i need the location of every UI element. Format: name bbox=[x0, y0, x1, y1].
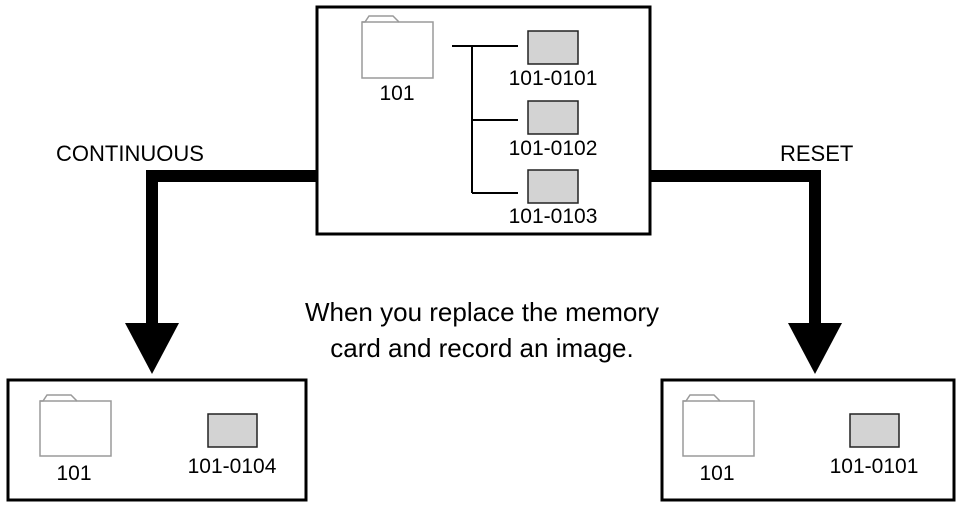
continuous-mode-label: CONTINUOUS bbox=[56, 141, 204, 166]
reset-arrow bbox=[651, 170, 842, 374]
reset-mode-label: RESET bbox=[780, 141, 854, 166]
continuous-arrow bbox=[125, 170, 317, 374]
top-file-label-2: 101-0102 bbox=[508, 137, 598, 160]
image-file-icon bbox=[849, 413, 900, 448]
top-file-label-3: 101-0103 bbox=[508, 205, 598, 228]
folder-tree-lines bbox=[452, 45, 518, 194]
bottom-left-folder-label: 101 bbox=[56, 462, 92, 485]
image-file-icon bbox=[527, 30, 579, 65]
image-file-icon bbox=[527, 100, 579, 135]
top-file-label-1: 101-0101 bbox=[508, 67, 598, 90]
top-folder-label: 101 bbox=[379, 82, 415, 105]
caption-line-1: When you replace the memory bbox=[304, 297, 660, 327]
bottom-left-file-label: 101-0104 bbox=[187, 455, 277, 478]
bottom-right-folder-label: 101 bbox=[699, 462, 735, 485]
image-file-icon bbox=[527, 169, 579, 204]
folder-icon bbox=[682, 394, 755, 457]
folder-icon bbox=[39, 394, 112, 457]
folder-icon bbox=[361, 15, 434, 79]
bottom-right-file-label: 101-0101 bbox=[829, 455, 919, 478]
caption-line-2: card and record an image. bbox=[330, 333, 634, 363]
image-file-icon bbox=[207, 413, 258, 448]
